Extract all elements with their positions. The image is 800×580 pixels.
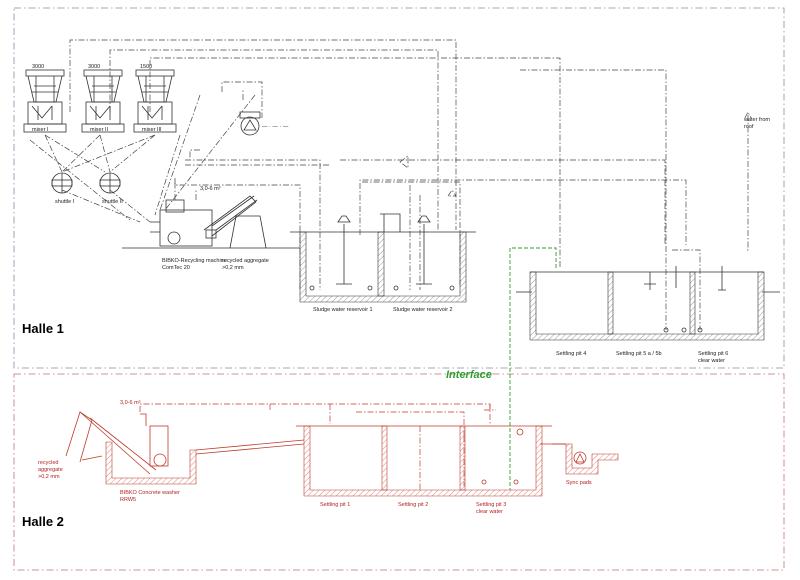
- settling-pit-2-label: Settling pit 2: [398, 502, 428, 508]
- shuttle-2-label: shuttle II: [102, 199, 123, 205]
- sync-pads-pump: [552, 443, 619, 475]
- mixer-3-label: mixer III: [142, 127, 162, 133]
- settling-pits-hall-1: [516, 266, 780, 341]
- mixer-3: [133, 69, 177, 133]
- shuttle-2: [99, 172, 121, 194]
- settling-pit-3-label-1: Settling pit 3: [476, 502, 506, 508]
- recycling-machine: 3,0-6 m³: [122, 180, 300, 249]
- settling-pits-hall-2: [296, 425, 566, 497]
- hall-2-label: Halle 2: [22, 514, 64, 529]
- mixer-2: [81, 69, 125, 133]
- settling-pit-6-label-1: Settling pit 6: [698, 351, 728, 357]
- mixer-shuttle-links: [29, 94, 256, 223]
- mixer-3-capacity: 1500: [140, 64, 152, 70]
- recycling-machine-label-1: BIBKO-Recycling machine: [162, 258, 227, 264]
- sludge-reservoir-1-label: Sludge water reservoir 1: [313, 307, 373, 313]
- svg-text:3,0-6 m³: 3,0-6 m³: [200, 186, 221, 192]
- mixer-2-label: mixer II: [90, 127, 109, 133]
- hall-1-frame: [13, 7, 785, 369]
- hall-2-aggregate-label-2: aggregate: [38, 467, 63, 473]
- settling-pit-3-label-2: clear water: [476, 509, 503, 515]
- sludge-reservoirs: [290, 213, 476, 303]
- hall-2-frame: [13, 373, 785, 571]
- water-from-roof-label-1: water from: [743, 117, 770, 123]
- recycled-aggregate-label-2: >0,2 mm: [222, 265, 244, 271]
- hall-1-pump: — · — · —: [239, 111, 289, 136]
- svg-text:— · — · —: — · — · —: [262, 124, 289, 130]
- mixer-group: 3000 3000 1500 mixer I mixer II mixer II…: [23, 64, 177, 133]
- washer-label-2: RRW5: [120, 497, 136, 503]
- concrete-washer: 3,0-6 m³: [65, 400, 305, 485]
- hall-1-pipework: [69, 39, 752, 330]
- shuttle-1-label: shuttle I: [55, 199, 75, 205]
- interface-label: Interface: [446, 369, 492, 381]
- mixer-1: [23, 69, 67, 133]
- hall-2-aggregate-label-1: recycled: [38, 460, 58, 466]
- mixer-1-label: mixer I: [32, 127, 49, 133]
- settling-pit-1-label: Settling pit 1: [320, 502, 350, 508]
- sludge-reservoir-2-label: Sludge water reservoir 2: [393, 307, 453, 313]
- settling-pit-6-label-2: clear water: [698, 358, 725, 364]
- svg-text:3,0-6 m³: 3,0-6 m³: [120, 400, 141, 406]
- recycling-machine-label-2: ComTec 20: [162, 265, 190, 271]
- interface-line: [509, 247, 557, 490]
- shuttle-1: [51, 172, 73, 194]
- sync-pads-label: Sync pads: [566, 480, 592, 486]
- mixer-1-capacity: 3000: [32, 64, 44, 70]
- mixer-2-capacity: 3000: [88, 64, 100, 70]
- recycled-aggregate-label-1: recycled aggregate: [222, 258, 269, 264]
- settling-pit-4-label: Settling pit 4: [556, 351, 586, 357]
- washer-label-1: BIBKO Concrete washer: [120, 490, 180, 496]
- hall-2-aggregate-label-3: >0,2 mm: [38, 474, 60, 480]
- hall-1-label: Halle 1: [22, 321, 64, 336]
- settling-pit-5-label: Settling pit 5 a / 5b: [616, 351, 662, 357]
- water-from-roof-label-2: roof: [744, 124, 754, 130]
